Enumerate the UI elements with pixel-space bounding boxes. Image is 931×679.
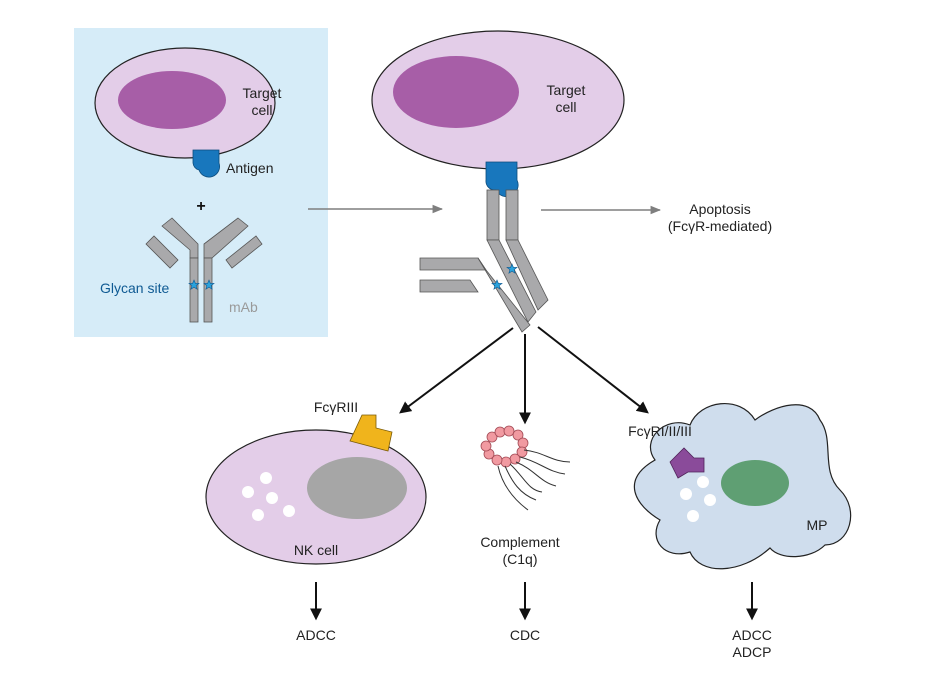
nk-cell-label: NK cell bbox=[294, 542, 338, 558]
fcgr3-label: FcγRIII bbox=[314, 399, 358, 415]
apoptosis-label-2: (FcγR-mediated) bbox=[668, 218, 772, 234]
mab-antibody-left bbox=[145, 217, 263, 323]
complement-label-1: Complement bbox=[480, 534, 559, 550]
macrophage-cell: MP bbox=[633, 403, 852, 570]
adcc-mp-label: ADCC bbox=[732, 627, 772, 643]
target-cell-right-label-2: cell bbox=[555, 99, 576, 115]
nk-cell: NK cell bbox=[205, 429, 427, 565]
target-cell-right: Target cell bbox=[371, 30, 625, 170]
cdc-label: CDC bbox=[510, 627, 540, 643]
complement-label-2: (C1q) bbox=[502, 551, 537, 567]
c1q-complement-icon bbox=[480, 425, 571, 511]
fcgr123-receptor-icon bbox=[669, 447, 705, 479]
nk-nucleus bbox=[307, 457, 407, 519]
mp-nucleus bbox=[721, 460, 789, 506]
mab-label: mAb bbox=[229, 299, 258, 315]
antigen-right bbox=[485, 161, 519, 197]
glycan-site-label: Glycan site bbox=[100, 280, 169, 296]
apoptosis-label-1: Apoptosis bbox=[689, 201, 750, 217]
target-cell-left-label-1: Target bbox=[243, 85, 282, 101]
target-cell-right-label-1: Target bbox=[547, 82, 586, 98]
mp-label: MP bbox=[807, 517, 828, 533]
plus-sign: + bbox=[196, 198, 205, 215]
target-cell-left: Target cell bbox=[94, 47, 282, 159]
antigen-label: Antigen bbox=[226, 160, 273, 176]
arrow-to-mp bbox=[537, 326, 649, 414]
arrow-to-nk bbox=[399, 327, 514, 414]
fcgr3-receptor-icon bbox=[349, 414, 393, 452]
antigen-left: Antigen bbox=[192, 149, 273, 178]
target-nucleus-left bbox=[118, 71, 226, 129]
adcp-mp-label: ADCP bbox=[733, 644, 772, 660]
target-cell-left-label-2: cell bbox=[251, 102, 272, 118]
fcgr123-label: FcγRI/II/III bbox=[628, 423, 692, 439]
adcc-nk-label: ADCC bbox=[296, 627, 336, 643]
target-nucleus-right bbox=[393, 56, 519, 128]
mab-antibody-bound bbox=[419, 189, 549, 333]
